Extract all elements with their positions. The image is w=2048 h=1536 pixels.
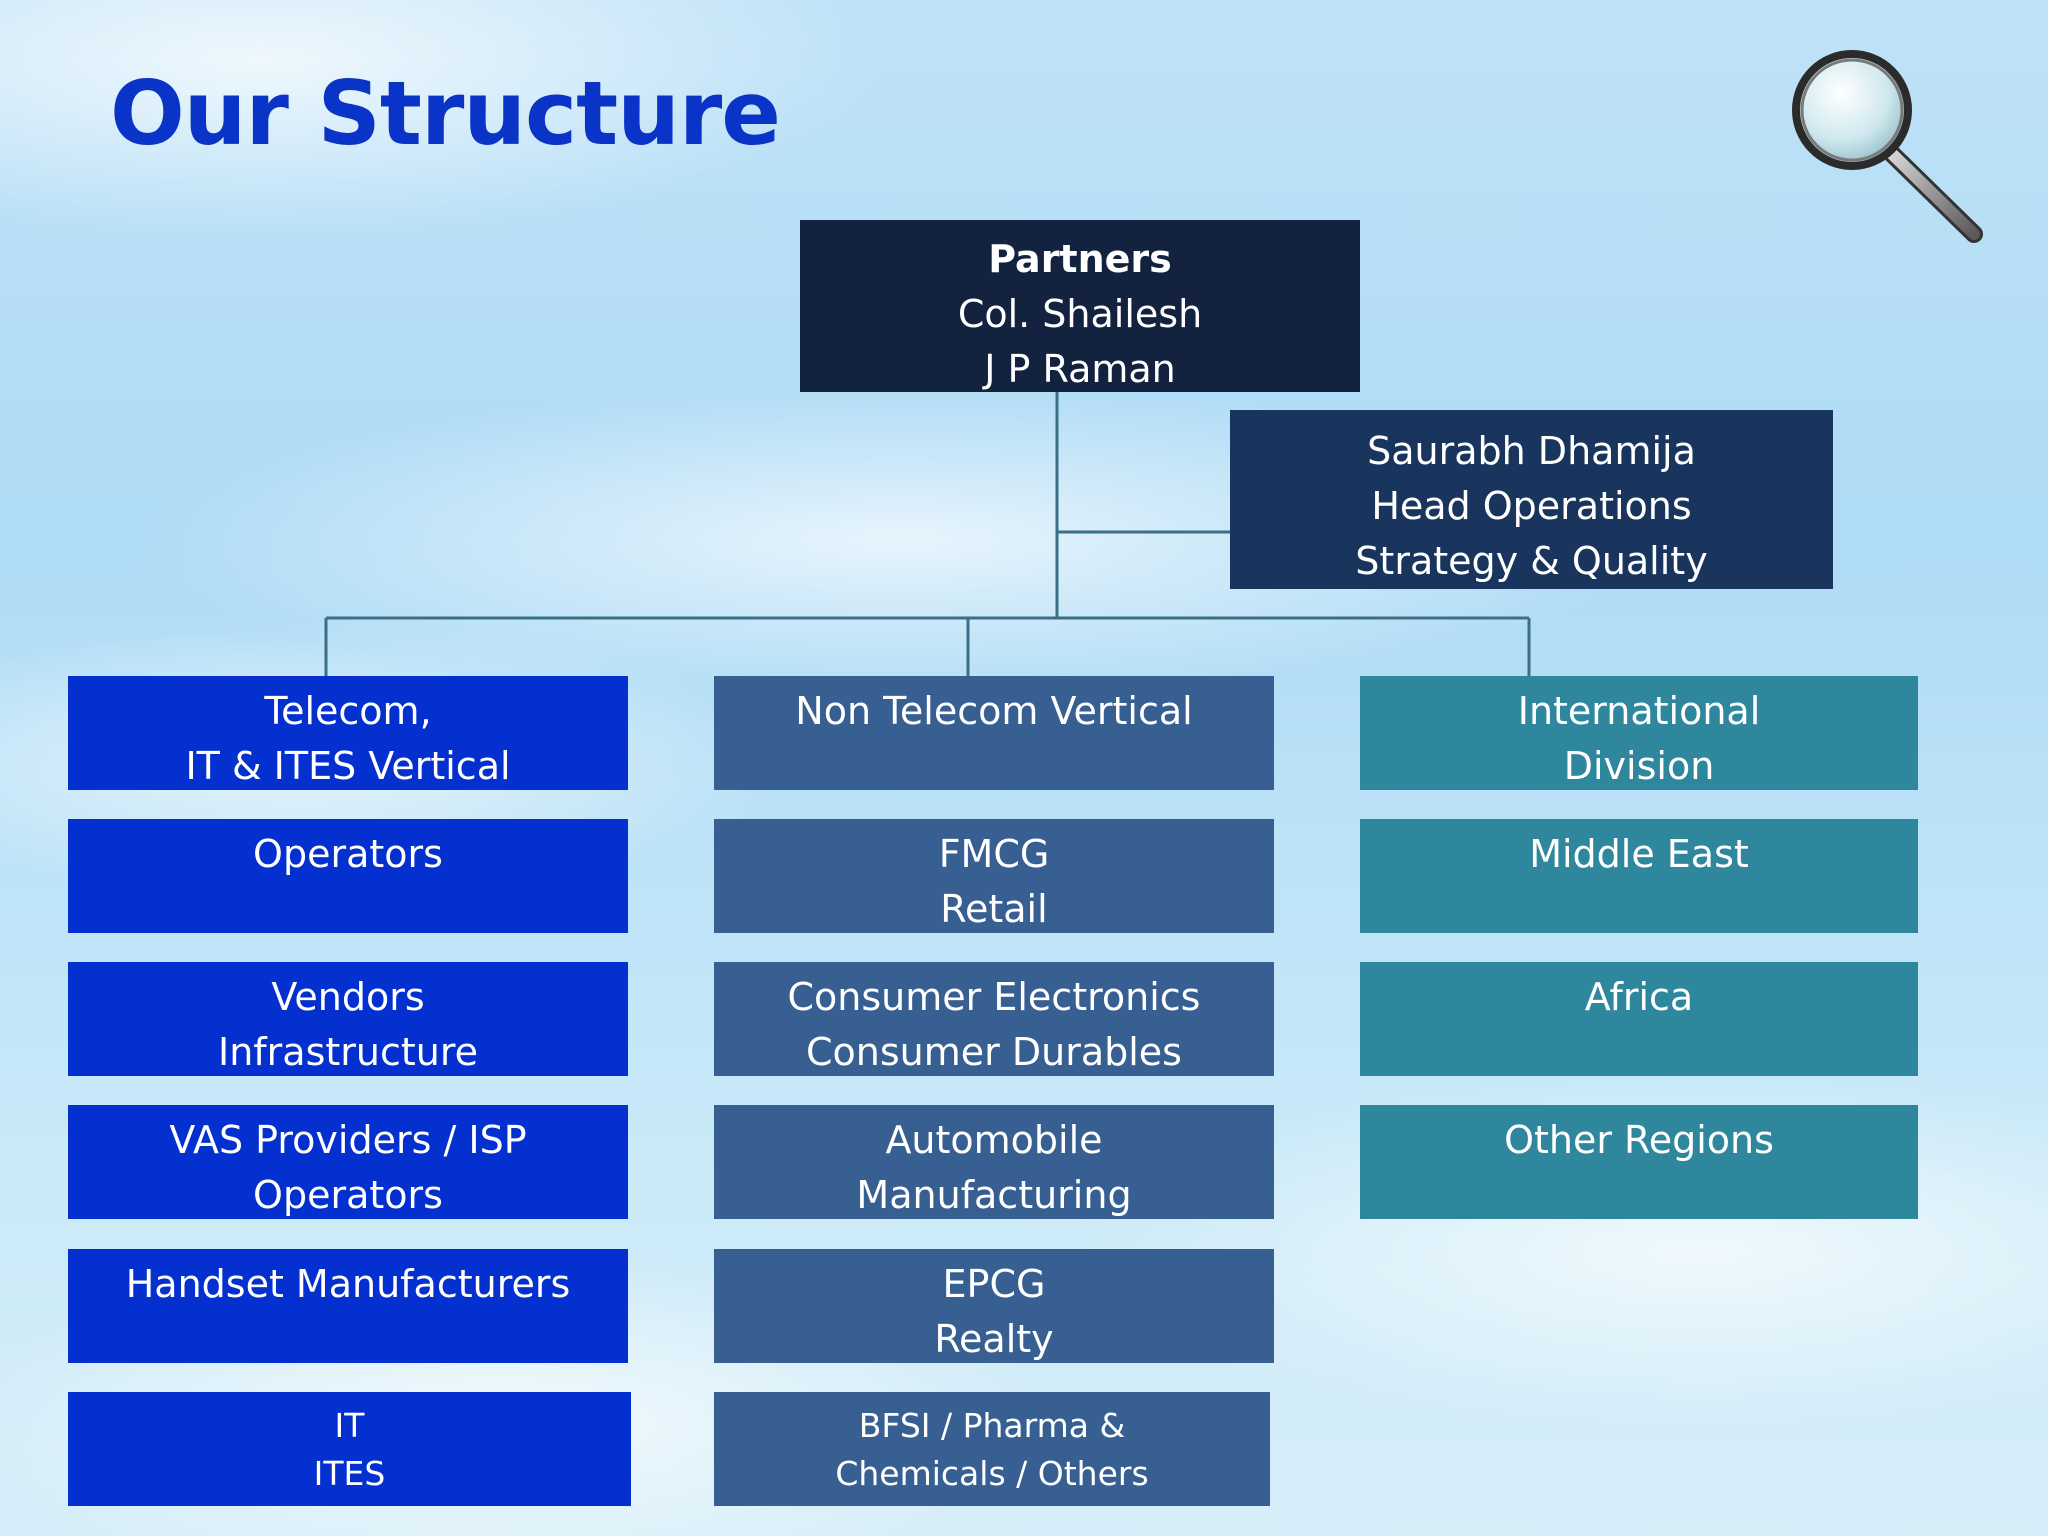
non-telecom-item-fmcg: FMCG Retail [714, 819, 1274, 933]
telecom-item-operators: Operators [68, 819, 628, 933]
item-line: Consumer Durables [806, 1030, 1182, 1074]
telecom-item-handset: Handset Manufacturers [68, 1249, 628, 1363]
item-line: Africa [1584, 975, 1694, 1019]
magnifying-glass-icon [1792, 50, 1983, 243]
item-line: Retail [940, 887, 1048, 931]
item-line: IT [334, 1406, 365, 1445]
item-line: EPCG [942, 1262, 1046, 1306]
item-line: FMCG [938, 832, 1050, 876]
telecom-item-it-ites: IT ITES [68, 1392, 631, 1506]
header-line: International [1517, 689, 1761, 733]
header-line: Telecom, [264, 689, 432, 733]
partner-name: Col. Shailesh [957, 292, 1203, 336]
partners-box: Partners Col. Shailesh J P Raman [800, 220, 1360, 392]
item-line: Vendors [271, 975, 425, 1019]
item-line: Automobile [885, 1118, 1103, 1162]
item-line: Manufacturing [856, 1173, 1132, 1217]
international-item-other-regions: Other Regions [1360, 1105, 1918, 1219]
international-item-africa: Africa [1360, 962, 1918, 1076]
telecom-item-vas-providers: VAS Providers / ISP Operators [68, 1105, 628, 1219]
non-telecom-item-epcg: EPCG Realty [714, 1249, 1274, 1363]
operations-name: Saurabh Dhamija [1367, 429, 1696, 473]
telecom-vertical-header: Telecom, IT & ITES Vertical [68, 676, 628, 790]
international-division-header: International Division [1360, 676, 1918, 790]
header-line: Division [1563, 744, 1715, 788]
item-line: Infrastructure [217, 1030, 479, 1074]
header-line: Non Telecom Vertical [795, 689, 1193, 733]
page-title: Our Structure [110, 62, 781, 165]
item-line: Operators [253, 832, 443, 876]
non-telecom-item-automobile: Automobile Manufacturing [714, 1105, 1274, 1219]
operations-role: Head Operations [1371, 484, 1692, 528]
partner-name: J P Raman [984, 347, 1176, 391]
non-telecom-item-bfsi: BFSI / Pharma & Chemicals / Others [714, 1392, 1270, 1506]
item-line: Consumer Electronics [787, 975, 1201, 1019]
telecom-item-vendors: Vendors Infrastructure [68, 962, 628, 1076]
item-line: ITES [313, 1454, 386, 1493]
item-line: VAS Providers / ISP [169, 1118, 527, 1162]
non-telecom-vertical-header: Non Telecom Vertical [714, 676, 1274, 790]
operations-head-box: Saurabh Dhamija Head Operations Strategy… [1230, 410, 1833, 589]
item-line: Handset Manufacturers [125, 1262, 571, 1306]
header-line: IT & ITES Vertical [185, 744, 511, 788]
international-item-middle-east: Middle East [1360, 819, 1918, 933]
item-line: BFSI / Pharma & [858, 1406, 1126, 1445]
item-line: Chemicals / Others [835, 1454, 1149, 1493]
item-line: Realty [934, 1317, 1054, 1361]
item-line: Other Regions [1504, 1118, 1774, 1162]
item-line: Operators [253, 1173, 443, 1217]
partners-heading: Partners [988, 237, 1172, 281]
item-line: Middle East [1529, 832, 1749, 876]
operations-role: Strategy & Quality [1355, 539, 1708, 583]
non-telecom-item-consumer: Consumer Electronics Consumer Durables [714, 962, 1274, 1076]
